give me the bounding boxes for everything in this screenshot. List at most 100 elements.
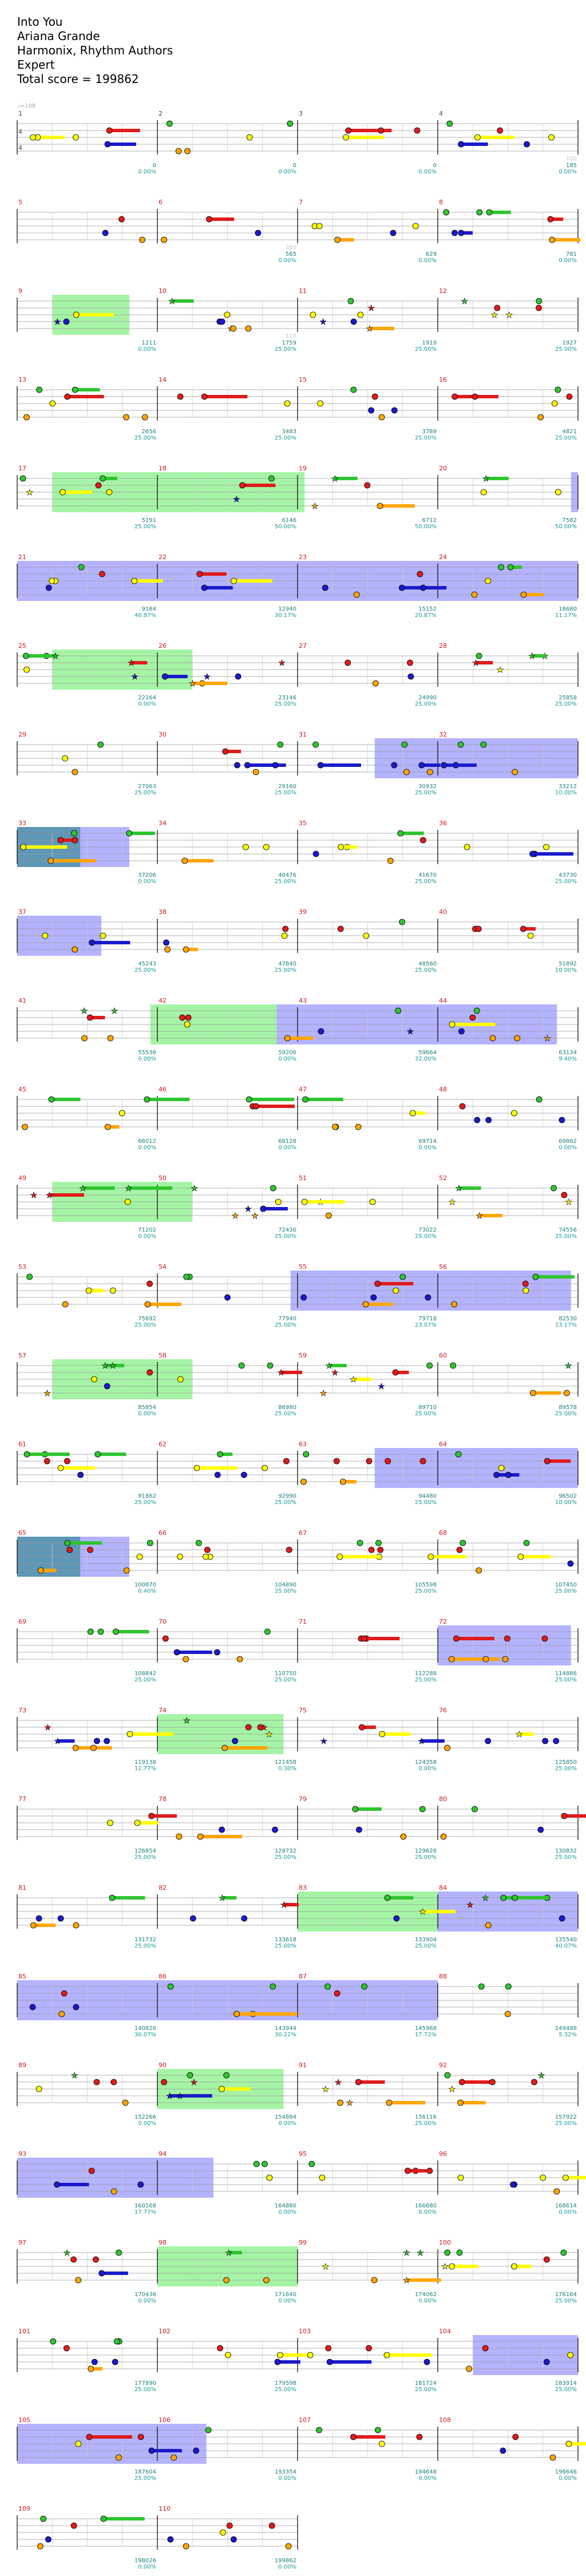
measure-score: 89578 xyxy=(559,1404,577,1411)
measure-number: 110 xyxy=(159,2505,171,2512)
star-note: ★ xyxy=(189,679,196,688)
note-gem xyxy=(118,1110,125,1117)
measure-score: 6712 xyxy=(422,517,437,524)
note-gem xyxy=(123,414,129,421)
measure-percent: 25.00% xyxy=(555,701,577,707)
measure-percent: 25.00% xyxy=(275,1322,296,1328)
measure-percent: 12.77% xyxy=(134,1766,156,1772)
measure-percent: 25.00% xyxy=(555,879,577,885)
measure-number: 104 xyxy=(439,2328,451,2335)
sustain-tail xyxy=(568,2442,586,2446)
note-gem xyxy=(537,414,544,421)
measure-number: 67 xyxy=(299,1529,307,1537)
measure-number: 92 xyxy=(439,2061,447,2069)
note-gem xyxy=(97,1628,104,1635)
measure-percent: 25.00% xyxy=(415,701,437,707)
note-gem xyxy=(231,577,237,584)
measure-percent: 40.07% xyxy=(555,1943,577,1949)
measure-score: 166680 xyxy=(415,2203,437,2209)
note-gem xyxy=(458,141,465,148)
measure-number: 70 xyxy=(159,1618,167,1625)
star-note: ★ xyxy=(176,2092,184,2101)
sustain-tail xyxy=(477,136,514,139)
note-gem xyxy=(457,2174,464,2181)
note-gem xyxy=(566,393,573,400)
measure-number: 2 xyxy=(159,110,163,117)
measure-score: 3789 xyxy=(422,429,437,435)
note-gem xyxy=(561,1813,568,1819)
note-gem xyxy=(371,393,378,400)
star-note: ★ xyxy=(260,1723,268,1732)
sustain-tail xyxy=(362,1726,376,1729)
note-gem xyxy=(361,1983,368,1990)
measure-percent: 0.40% xyxy=(138,1588,156,1594)
note-gem xyxy=(520,591,527,598)
note-gem xyxy=(366,2345,372,2352)
measure-number: 29 xyxy=(18,731,26,738)
sustain-tail xyxy=(547,1459,571,1463)
note-gem xyxy=(270,1185,276,1192)
note-gem xyxy=(235,673,241,680)
note-gem xyxy=(567,1560,574,1567)
measure-score: 9184 xyxy=(142,606,156,612)
note-gem xyxy=(450,1362,457,1369)
note-gem xyxy=(137,2181,144,2188)
measure-number: 9 xyxy=(18,287,22,295)
note-gem xyxy=(370,1294,377,1301)
measure-percent: 25.00% xyxy=(415,1854,437,1861)
note-gem xyxy=(536,304,542,311)
note-gem xyxy=(318,1028,324,1035)
sustain-tail xyxy=(102,477,117,480)
star-note: ★ xyxy=(544,1034,551,1043)
note-gem xyxy=(476,652,482,659)
note-gem xyxy=(334,1990,340,1997)
note-gem xyxy=(85,1287,92,1294)
measure-score: 154894 xyxy=(275,2114,296,2120)
note-gem xyxy=(100,932,106,939)
star-note: ★ xyxy=(378,1382,385,1391)
star-note: ★ xyxy=(225,2249,233,2258)
measure-score: 176164 xyxy=(555,2292,577,2298)
note-gem xyxy=(419,1458,426,1465)
measure-number: 7 xyxy=(299,199,303,206)
note-gem xyxy=(177,393,184,400)
note-gem xyxy=(195,1540,202,1546)
sustain-tail xyxy=(92,941,130,944)
star-note: ★ xyxy=(54,1737,61,1746)
note-gem xyxy=(489,2079,496,2086)
measure-percent: 25.00% xyxy=(415,1411,437,1417)
note-gem xyxy=(185,1014,192,1021)
sustain-tail xyxy=(101,2272,128,2275)
note-gem xyxy=(336,1553,343,1560)
sustain-tail xyxy=(82,1186,115,1190)
note-gem xyxy=(109,1894,116,1901)
sustain-tail xyxy=(33,1924,56,1927)
note-gem xyxy=(110,2188,117,2195)
sustain-tail xyxy=(476,661,493,664)
sustain-tail xyxy=(134,579,163,583)
note-gem xyxy=(49,400,56,407)
measure-percent: 25.00% xyxy=(555,346,577,353)
measure-number: 74 xyxy=(159,1707,167,1714)
measure-score: 74556 xyxy=(559,1227,577,1233)
note-gem xyxy=(87,1628,94,1635)
note-gem xyxy=(322,584,328,591)
note-gem xyxy=(282,925,289,932)
sustain-tail xyxy=(89,1289,104,1292)
note-gem xyxy=(219,1826,225,1833)
note-gem xyxy=(106,127,113,134)
sustain-tail xyxy=(364,1637,376,1640)
measure-number: 72 xyxy=(439,1618,447,1625)
note-gem xyxy=(148,2447,155,2454)
note-gem xyxy=(397,830,404,837)
sustain-tail xyxy=(147,1303,181,1306)
sustain-tail xyxy=(61,1466,96,1470)
measure-score: 133904 xyxy=(415,1937,437,1943)
note-gem xyxy=(457,2099,464,2106)
note-gem xyxy=(527,932,534,939)
measure-number: 3 xyxy=(299,110,303,117)
note-gem xyxy=(263,2277,270,2284)
measure-percent: 0.00% xyxy=(138,2564,156,2570)
note-gem xyxy=(90,1744,97,1751)
